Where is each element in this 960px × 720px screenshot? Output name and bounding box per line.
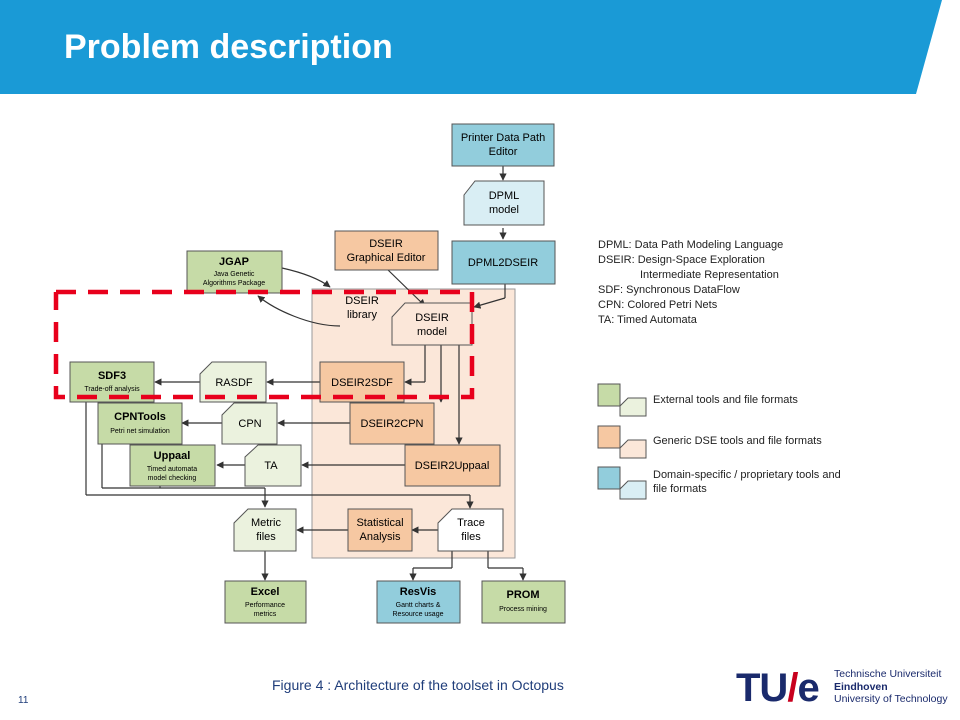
dseir-library-line1: DSEIR [345, 295, 379, 307]
legend-label-domain: Domain-specific / proprietary tools and [653, 469, 841, 481]
dseir-model-line2: model [417, 326, 447, 338]
trace-files-line1: Trace [457, 517, 485, 529]
logo-mark-tu: TU [736, 666, 788, 710]
dseir-editor-line1: DSEIR [369, 238, 403, 250]
metric-files-file: Metric files [233, 508, 297, 552]
header-band [0, 0, 960, 94]
logo-mark-slash: / [787, 666, 798, 710]
dseir2sdf-label: DSEIR2SDF [331, 377, 393, 389]
prom-sub: Process mining [499, 606, 547, 613]
resvis-sub2: Resource usage [393, 611, 444, 618]
trace-files-file: Trace files [437, 508, 504, 552]
jgap-box: JGAP Java Genetic Algorithms Package [186, 250, 283, 294]
legend-abbr-dpml: DPML: Data Path Modeling Language [598, 239, 784, 251]
jgap-sub1: Java Genetic [214, 271, 255, 278]
dseir2cpn-label: DSEIR2CPN [361, 418, 424, 430]
cpntools-sub: Petri net simulation [110, 428, 170, 435]
tue-logo-text: Technische Universiteit Eindhoven Univer… [834, 668, 948, 706]
legend-abbr-ta: TA: Timed Automata [598, 314, 697, 326]
uppaal-sub2: model checking [148, 475, 197, 482]
cpntools-title: CPNTools [114, 411, 166, 423]
cpntools-box: CPNTools Petri net simulation [97, 402, 183, 445]
resvis-title: ResVis [400, 586, 437, 598]
printer-editor-box: Printer Data Path Editor [451, 123, 555, 167]
tue-logo: TU/e Technische Universiteit Eindhoven U… [736, 662, 956, 712]
dseir-library-line2: library [347, 309, 377, 321]
dseir2cpn-box: DSEIR2CPN [349, 402, 435, 445]
resvis-box: ResVis Gantt charts & Resource usage [376, 580, 461, 624]
rasdf-label: RASDF [215, 377, 253, 389]
excel-title: Excel [251, 586, 280, 598]
logo-mark-e: e [797, 666, 819, 710]
ta-file: TA [244, 444, 302, 487]
statistical-analysis-line2: Analysis [360, 531, 401, 543]
dseir2uppaal-box: DSEIR2Uppaal [404, 444, 501, 487]
legend-abbr-dseir: DSEIR: Design-Space Exploration [598, 254, 765, 266]
cpn-file: CPN [221, 402, 278, 445]
dashed-highlight [53, 289, 475, 400]
jgap-sub2: Algorithms Package [203, 280, 265, 287]
slide-title: Problem description [64, 28, 393, 66]
excel-sub2: metrics [254, 611, 277, 618]
connectors [85, 166, 527, 581]
dseir-model-line1: DSEIR [415, 312, 449, 324]
dpml-model-line1: DPML [489, 190, 520, 202]
sdf3-sub: Trade-off analysis [84, 386, 140, 393]
trace-files-line2: files [461, 531, 481, 543]
uppaal-title: Uppaal [154, 450, 191, 462]
legend-label-domain-cont: file formats [653, 483, 707, 495]
sdf3-title: SDF3 [98, 370, 126, 382]
legend-abbr-dseir-cont: Intermediate Representation [640, 269, 779, 281]
logo-line1: Technische Universiteit [834, 668, 942, 680]
logo-line3: University of Technology [834, 693, 948, 705]
resvis-sub1: Gantt charts & [396, 602, 441, 609]
legend-label-external: External tools and file formats [653, 394, 798, 406]
dseir-editor-line2: Graphical Editor [347, 252, 426, 264]
jgap-title: JGAP [219, 256, 249, 268]
excel-box: Excel Performance metrics [224, 580, 307, 624]
dseir-model-file: DSEIR model [391, 302, 473, 346]
dseir2sdf-box: DSEIR2SDF [319, 361, 405, 403]
dseir-editor-box: DSEIR Graphical Editor [334, 230, 439, 271]
legend-abbreviations: DPML: Data Path Modeling Language DSEIR:… [598, 238, 783, 328]
legend-abbr-sdf: SDF: Synchronous DataFlow [598, 284, 740, 296]
tue-logo-mark: TU/e [736, 666, 820, 711]
header-shape [0, 0, 942, 94]
metric-files-line2: files [256, 531, 276, 543]
legend-label-generic: Generic DSE tools and file formats [653, 435, 822, 447]
legend-swatch-generic [597, 425, 647, 459]
dpml-model-file: DPML model [463, 180, 545, 226]
printer-editor-line2: Editor [489, 146, 518, 158]
metric-files-line1: Metric [251, 517, 281, 529]
statistical-analysis-box: Statistical Analysis [347, 508, 413, 552]
cpn-label: CPN [238, 418, 261, 430]
dseir2uppaal-label: DSEIR2Uppaal [415, 460, 490, 472]
prom-box: PROM Process mining [481, 580, 566, 624]
uppaal-sub1: Timed automata [147, 466, 197, 473]
figure-caption: Figure 4 : Architecture of the toolset i… [272, 677, 564, 693]
uppaal-box: Uppaal Timed automata model checking [129, 444, 216, 487]
ta-label: TA [264, 460, 278, 472]
page-number: 11 [18, 695, 29, 706]
prom-title: PROM [507, 589, 540, 601]
dpml2dseir-box: DPML2DSEIR [451, 240, 556, 285]
legend-abbr-cpn: CPN: Colored Petri Nets [598, 299, 718, 311]
legend-swatch-external [597, 383, 647, 417]
rasdf-file: RASDF [199, 361, 267, 403]
dpml2dseir-label: DPML2DSEIR [468, 257, 538, 269]
excel-sub1: Performance [245, 602, 285, 609]
statistical-analysis-line1: Statistical [356, 517, 403, 529]
logo-line2: Eindhoven [834, 680, 888, 693]
printer-editor-line1: Printer Data Path [461, 132, 545, 144]
legend-swatch-domain [597, 466, 647, 500]
dpml-model-line2: model [489, 204, 519, 216]
